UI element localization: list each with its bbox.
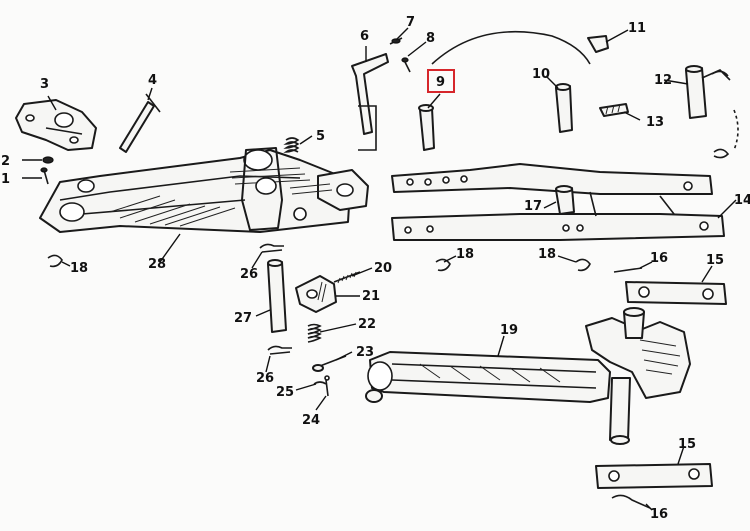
callout-8: 8 — [426, 31, 435, 46]
callout-20: 20 — [374, 261, 392, 276]
callout-17: 17 — [524, 199, 542, 214]
callout-26-upper: 26 — [240, 267, 258, 282]
callout-14: 14 — [734, 193, 750, 208]
callout-21: 21 — [362, 289, 380, 304]
part-21-block — [295, 275, 337, 313]
callout-1: 1 — [1, 172, 10, 187]
callout-22: 22 — [358, 317, 376, 332]
callout-12: 12 — [654, 73, 672, 88]
part-9-pin — [418, 104, 435, 151]
part-16-pin-upper — [613, 267, 643, 273]
callout-5: 5 — [316, 129, 325, 144]
callout-26-lower: 26 — [256, 371, 274, 386]
callout-13: 13 — [646, 115, 664, 130]
part-24-pin — [324, 375, 330, 397]
callout-24: 24 — [302, 413, 320, 428]
callout-11: 11 — [628, 21, 646, 36]
callout-18-right: 18 — [538, 247, 556, 262]
callout-16-upper: 16 — [650, 251, 668, 266]
part-18-clip-middle — [435, 258, 451, 272]
part-8-pin — [401, 57, 411, 73]
callout-7: 7 — [406, 15, 415, 30]
part-20-screw — [333, 271, 361, 284]
callout-15-upper: 15 — [706, 253, 724, 268]
callout-3: 3 — [40, 77, 49, 92]
part-12-pin — [685, 65, 739, 159]
callout-6: 6 — [360, 29, 369, 44]
part-13-clip — [599, 103, 629, 117]
part-27-pin — [267, 259, 287, 333]
part-26-clip-upper — [259, 243, 284, 253]
part-6-lever — [351, 53, 389, 151]
callout-9: 9 — [436, 75, 445, 90]
callout-10: 10 — [532, 67, 550, 82]
callout-labels: 2 1 3 4 5 6 7 8 9 10 11 12 13 14 15 15 1… — [1, 15, 750, 522]
part-18-clip-left — [47, 254, 71, 268]
highlight-box-9 — [427, 69, 455, 93]
part-1-bolt — [40, 167, 49, 185]
callout-4: 4 — [148, 73, 157, 88]
part-4-pin — [119, 93, 161, 153]
leader-lines — [22, 27, 737, 511]
part-19-cross-shaft — [365, 307, 691, 445]
part-14-lower-link — [391, 163, 725, 241]
part-22-spring — [307, 323, 322, 343]
part-28-main-arm — [39, 147, 369, 233]
part-18-clip-right — [575, 258, 591, 272]
part-15-plate-lower — [595, 463, 713, 489]
callout-28: 28 — [148, 257, 166, 272]
callout-18-middle: 18 — [456, 247, 474, 262]
part-11-chain — [431, 30, 609, 65]
callout-2: 2 — [1, 154, 10, 169]
part-16-pin-lower — [611, 494, 651, 509]
callout-23: 23 — [356, 345, 374, 360]
callout-19: 19 — [500, 323, 518, 338]
part-2-washer — [42, 156, 54, 164]
part-26-clip-lower — [267, 345, 292, 355]
part-3-bracket — [15, 99, 97, 151]
part-15-plate-upper — [625, 281, 727, 305]
part-5-spring — [283, 137, 300, 153]
part-25-washer — [313, 381, 327, 385]
callout-18-left: 18 — [70, 261, 88, 276]
part-7-pin — [389, 37, 403, 45]
part-10-pin — [555, 83, 573, 133]
callout-27: 27 — [234, 311, 252, 326]
callout-16-lower: 16 — [650, 507, 668, 522]
callout-25: 25 — [276, 385, 294, 400]
callout-15-lower: 15 — [678, 437, 696, 452]
